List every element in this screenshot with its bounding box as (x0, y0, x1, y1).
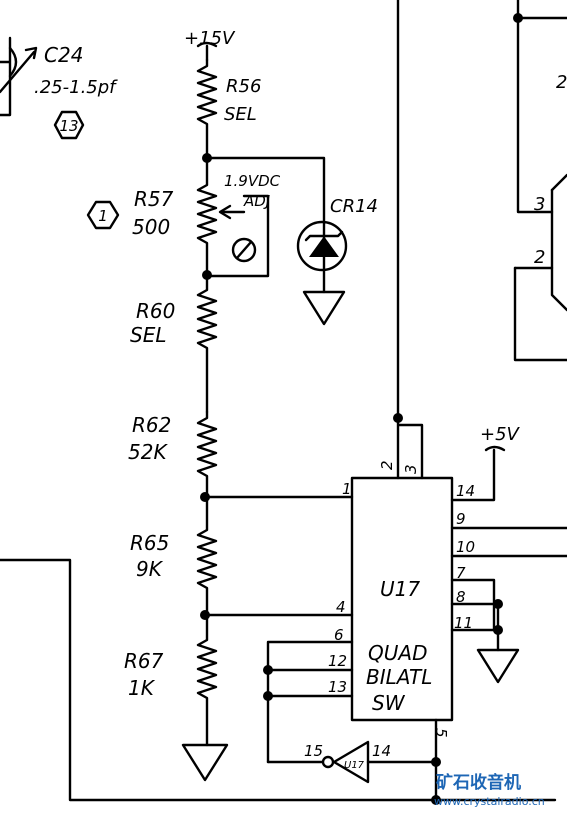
inverter-pin-out: 15 (304, 742, 323, 760)
inverter-pin-in: 14 (372, 742, 391, 760)
r65-ref-label: R65 (130, 531, 169, 555)
u17-pin-11: 11 (454, 614, 473, 632)
resistor-r65: R65 9K (130, 495, 218, 617)
u17-pin-10: 10 (456, 538, 475, 556)
u17-pin-8: 8 (456, 588, 466, 606)
cr14-ref-label: CR14 (330, 196, 378, 217)
supply-5v-label: +5V (480, 424, 521, 445)
watermark-cn: 矿石收音机 (436, 772, 521, 793)
r62-value-label: 52K (128, 440, 168, 464)
r57-ref-label: R57 (134, 187, 174, 211)
opamp-partial-label: 2 (556, 72, 567, 93)
callout-1-hexagon (86, 200, 120, 230)
supply-5v: +5V (480, 424, 521, 452)
u17-pin-3: 3 (402, 464, 420, 474)
u17-pin-14: 14 (456, 482, 475, 500)
u17-desc-3: SW (372, 691, 406, 715)
r57-note-1: 1.9VDC (224, 172, 281, 190)
wire-to-cr14 (205, 156, 326, 224)
r67-value-label: 1K (128, 676, 156, 700)
u17-pin-6: 6 (334, 626, 344, 644)
resistor-r56: R56 SEL (196, 58, 261, 160)
wire-to-u17-pins-2-3 (396, 416, 424, 480)
ground-icon (181, 743, 229, 782)
u17-pin-12: 12 (328, 652, 347, 670)
u17-pin-5: 5 (432, 728, 450, 738)
callout-1-label: 1 (98, 207, 108, 225)
ground-icon (476, 648, 520, 684)
zener-diode-cr14: CR14 (296, 196, 378, 326)
resistor-r62: R62 52K (128, 410, 218, 499)
wire-left-bus (0, 558, 557, 802)
u17-desc-2: BILATL (366, 665, 432, 689)
capacitor-c24: C24 .25-1.5pf 13 (0, 36, 118, 140)
r60-ref-label: R60 (136, 299, 175, 323)
c24-ref-label: C24 (44, 43, 83, 67)
watermark-url: www.crystalradio.cn (434, 795, 545, 808)
opamp-pin-3: 3 (534, 194, 545, 215)
ground-icon (302, 290, 346, 326)
u17-pin-9: 9 (456, 510, 466, 528)
r57-note-2: ADJ (243, 192, 270, 210)
u17-pin-4: 4 (336, 598, 346, 616)
u17-pin-7: 7 (456, 564, 466, 582)
supply-15v-label: +15V (184, 28, 236, 49)
callout-13-hexagon (53, 110, 85, 140)
r62-ref-label: R62 (132, 413, 171, 437)
ic-u17: U17 QUAD BILATL SW 1 2 3 4 5 6 7 8 9 10 … (263, 448, 567, 805)
u17-pin-1: 1 (342, 480, 352, 498)
callout-13-label: 13 (59, 117, 78, 135)
r56-value-label: SEL (224, 104, 257, 125)
supply-15v: +15V (184, 28, 236, 62)
opamp-pin-2: 2 (534, 247, 545, 268)
inverter-ref-label: U17 (344, 760, 365, 771)
opamp-partial: 3 2 2 (396, 0, 567, 420)
resistor-r67: R67 1K (124, 613, 229, 782)
r56-ref-label: R56 (226, 76, 261, 97)
r60-value-label: SEL (130, 323, 166, 347)
u17-body (350, 476, 454, 722)
c24-value-label: .25-1.5pf (34, 77, 118, 98)
resistor-r60: R60 SEL (130, 273, 218, 414)
watermark: 矿石收音机 www.crystalradio.cn (434, 772, 545, 808)
u17-pin-2: 2 (378, 460, 396, 470)
r67-ref-label: R67 (124, 649, 164, 673)
r57-value-label: 500 (132, 215, 170, 239)
potentiometer-r57: 1.9VDC ADJ R57 500 1 (86, 156, 281, 278)
u17-pin-13: 13 (328, 678, 347, 696)
inverter-gate: 15 14 U17 (266, 740, 438, 784)
r65-value-label: 9K (136, 557, 164, 581)
adjust-screw-icon (231, 237, 257, 263)
u17-desc-1: QUAD (368, 641, 427, 665)
u17-ref-label: U17 (380, 577, 420, 601)
